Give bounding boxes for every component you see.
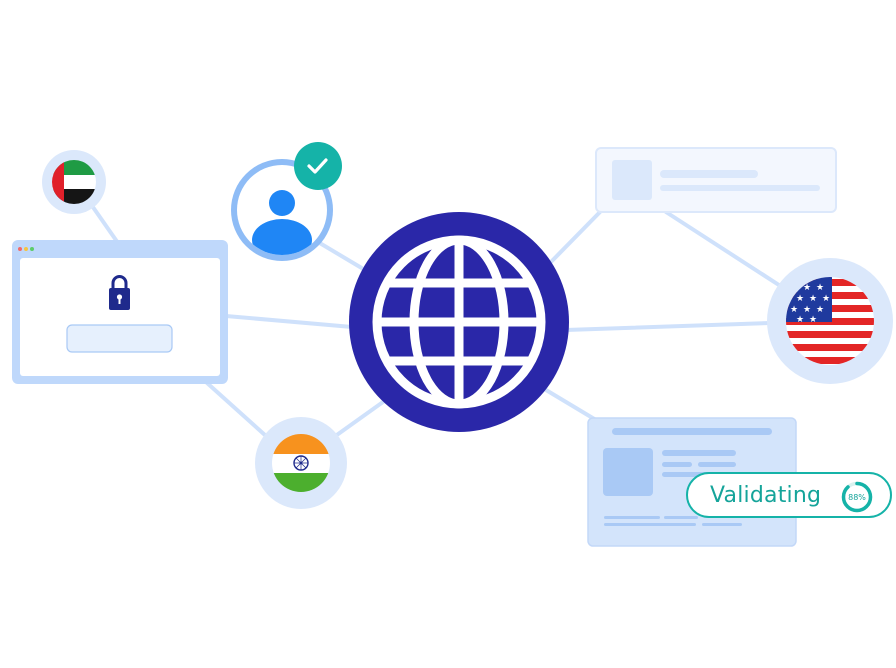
doc-line <box>662 462 692 467</box>
globe-icon <box>372 235 546 409</box>
lock-icon <box>109 275 130 310</box>
login-window <box>12 240 228 384</box>
usa-flag-node: ★★★ ★★★ ★★★ ★★ <box>767 258 893 384</box>
svg-text:★: ★ <box>809 294 817 304</box>
user-avatar-node <box>231 142 342 261</box>
login-button-placeholder <box>66 324 173 353</box>
window-dot-yellow <box>24 247 28 251</box>
connector-card-globe <box>546 210 602 267</box>
card-image-placeholder <box>612 160 652 200</box>
user-icon <box>252 190 312 255</box>
india-flag-icon <box>272 434 330 492</box>
connector-card-usa <box>664 210 784 289</box>
doc-line <box>698 462 736 467</box>
doc-line <box>662 450 736 456</box>
window-dot-red <box>18 247 22 251</box>
connector-india-globe <box>332 400 385 439</box>
connector-window-globe <box>224 314 354 329</box>
doc-line <box>664 516 698 519</box>
progress-percent-label: 88% <box>848 492 866 502</box>
check-icon <box>307 158 328 174</box>
usa-flag-icon: ★★★ ★★★ ★★★ ★★ <box>786 277 874 365</box>
india-flag-node <box>255 417 347 509</box>
connectors <box>86 198 784 439</box>
svg-text:★: ★ <box>803 305 811 315</box>
progress-ring <box>841 481 873 513</box>
svg-text:★: ★ <box>822 294 830 304</box>
svg-text:★: ★ <box>816 305 824 315</box>
uae-flag-icon <box>52 160 96 204</box>
status-label: Validating <box>710 483 822 508</box>
verified-badge <box>294 142 342 190</box>
doc-line <box>604 516 660 519</box>
svg-text:★: ★ <box>790 305 798 315</box>
doc-line <box>702 523 742 526</box>
svg-text:★: ★ <box>816 283 824 293</box>
card-line <box>660 170 758 178</box>
card-line <box>660 185 820 191</box>
connector-globe-doc <box>544 388 598 422</box>
svg-text:★: ★ <box>796 315 804 325</box>
connector-user-globe <box>316 240 367 272</box>
validating-status-pill: Validating 88% <box>686 472 892 518</box>
svg-text:★: ★ <box>796 294 804 304</box>
uae-flag-node <box>42 150 106 214</box>
window-dot-green <box>30 247 34 251</box>
svg-text:★: ★ <box>809 315 817 325</box>
connector-globe-usa <box>564 321 772 332</box>
doc-header-line <box>612 428 772 435</box>
connector-window-india <box>204 380 268 438</box>
globe-node <box>349 212 569 432</box>
svg-text:★: ★ <box>803 283 811 293</box>
doc-photo-placeholder <box>603 448 653 496</box>
profile-card <box>595 147 837 213</box>
doc-line <box>604 523 696 526</box>
progress-ring-arc <box>841 481 873 513</box>
